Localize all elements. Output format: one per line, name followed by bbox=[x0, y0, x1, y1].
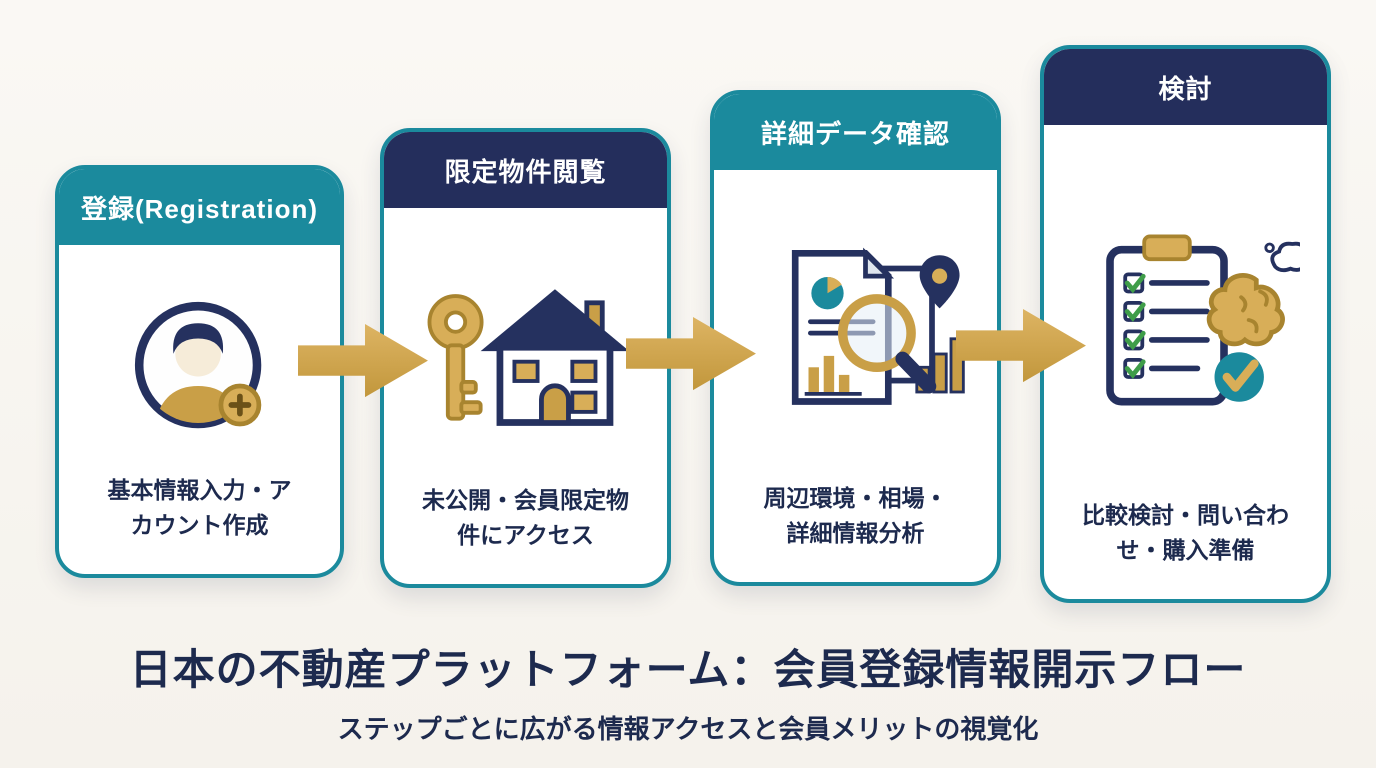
step-header-exclusive-listings: 限定物件閲覧 bbox=[384, 132, 667, 208]
checklist-brain-icon bbox=[1072, 141, 1300, 498]
step-title: 登録(Registration) bbox=[80, 193, 318, 224]
step-header-detailed-data: 詳細データ確認 bbox=[714, 94, 997, 170]
step-header-consideration: 検討 bbox=[1044, 49, 1327, 125]
step-body: 未公開・会員限定物件にアクセス bbox=[384, 208, 667, 584]
page-title: 日本の不動産プラットフォーム：会員登録情報開示フロー bbox=[129, 646, 1247, 693]
arrow-right-icon bbox=[298, 322, 430, 404]
step-description: 比較検討・問い合わせ・購入準備 bbox=[1082, 502, 1289, 563]
key-house-icon bbox=[415, 224, 637, 483]
page-subtitle: ステップごとに広がる情報アクセスと会員メリットの視覚化 bbox=[337, 714, 1039, 744]
arrow-right-icon bbox=[626, 315, 758, 397]
step-title: 限定物件閲覧 bbox=[444, 156, 607, 187]
step-title: 詳細データ確認 bbox=[760, 118, 950, 149]
step-description: 未公開・会員限定物件にアクセス bbox=[422, 487, 629, 548]
arrow-right-icon bbox=[956, 307, 1088, 389]
step-body: 基本情報入力・アカウント作成 bbox=[59, 245, 340, 574]
step-body: 比較検討・問い合わせ・購入準備 bbox=[1044, 125, 1327, 599]
step-card-consideration: 検討 bbox=[1040, 45, 1331, 603]
step-description: 周辺環境・相場・詳細情報分析 bbox=[763, 485, 948, 546]
step-card-exclusive-listings: 限定物件閲覧 bbox=[380, 128, 671, 588]
step-description: 基本情報入力・アカウント作成 bbox=[107, 477, 292, 538]
step-header-registration: 登録(Registration) bbox=[59, 169, 340, 245]
step-title: 検討 bbox=[1158, 73, 1213, 104]
step-card-registration: 登録(Registration) 基本情報入力・アカウント作成 bbox=[55, 165, 344, 578]
step-body: 周辺環境・相場・詳細情報分析 bbox=[714, 170, 997, 582]
caption-block: 日本の不動産プラットフォーム：会員登録情報開示フロー ステップごとに広がる情報ア… bbox=[0, 636, 1376, 746]
data-search-icon bbox=[742, 186, 970, 481]
user-plus-icon bbox=[124, 261, 276, 473]
